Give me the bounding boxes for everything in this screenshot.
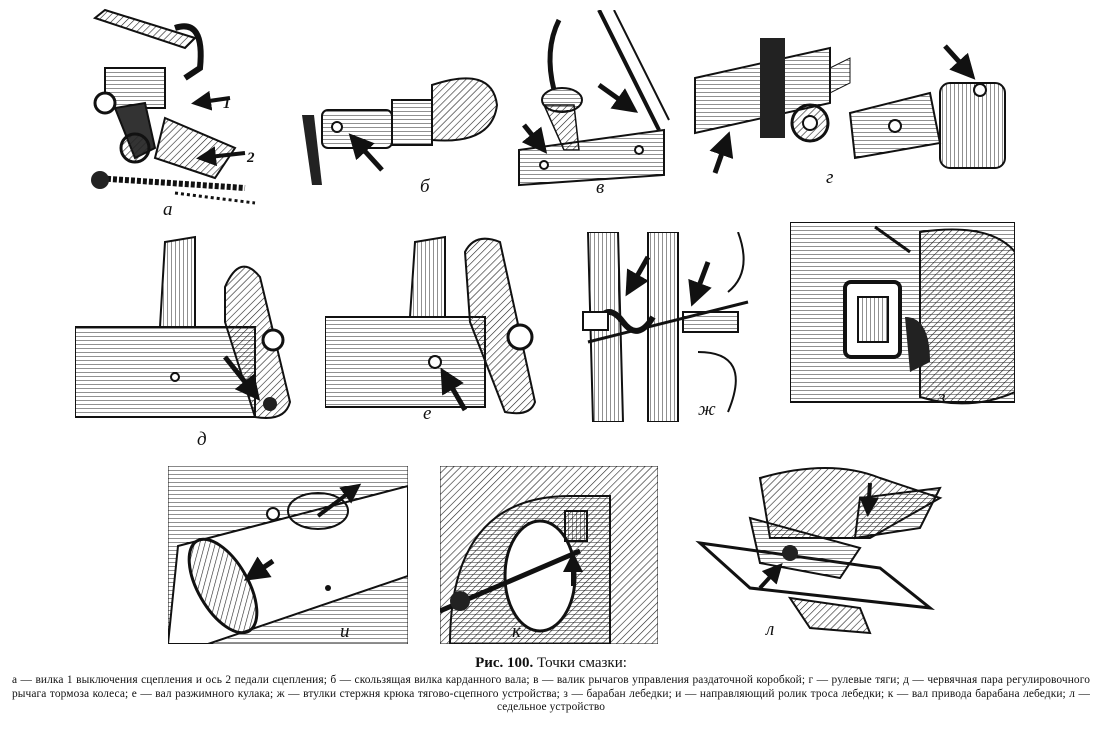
panel-letter-d: д xyxy=(197,429,207,450)
brake-cam-shaft-drawing xyxy=(325,235,537,415)
figure-title: Точки смазки: xyxy=(537,655,627,671)
fifth-wheel-coupling-drawing xyxy=(695,467,943,635)
towing-hook-drawing xyxy=(582,232,749,422)
callout-1: 1 xyxy=(223,96,231,112)
panel-letter-a: а xyxy=(163,199,173,220)
panel-letter-z: з xyxy=(938,387,946,408)
panel-letter-g: г xyxy=(826,167,834,188)
panel-zh-illustration: ж xyxy=(578,232,760,422)
panel-z-illustration: з xyxy=(790,222,1015,412)
callout-2: 2 xyxy=(247,150,255,166)
panel-letter-i: и xyxy=(340,621,350,642)
panel-letter-v: в xyxy=(596,177,605,198)
panel-i-illustration: и xyxy=(168,466,408,644)
worm-gear-brake-lever-drawing xyxy=(75,235,292,419)
panel-d-illustration: д xyxy=(75,232,305,450)
panel-v-illustration: в xyxy=(514,10,674,198)
figure-caption: Рис. 100. Точки смазки: а — вилка 1 выкл… xyxy=(12,654,1090,715)
panel-g-illustration: г xyxy=(690,28,1020,198)
steering-rods-drawing xyxy=(694,38,1006,174)
caption-title: Рис. 100. Точки смазки: xyxy=(12,654,1090,672)
panel-letter-b: б xyxy=(420,176,430,197)
panel-l-illustration: л xyxy=(690,458,950,644)
panel-k-illustration: к xyxy=(440,466,658,644)
panel-letter-k: к xyxy=(512,621,521,642)
panel-letter-e: е xyxy=(423,403,432,424)
panel-letter-l: л xyxy=(766,619,775,640)
panel-e-illustration: е xyxy=(325,232,555,432)
caption-body: а — вилка 1 выключения сцепления и ось 2… xyxy=(12,674,1090,713)
winch-cable-roller-drawing xyxy=(168,466,408,644)
sliding-yoke-drawing xyxy=(302,77,499,185)
panel-b-illustration: б xyxy=(292,55,502,197)
winch-drive-shaft-drawing xyxy=(440,466,658,644)
clutch-fork-drawing xyxy=(91,8,256,205)
panel-a-illustration: 1 2 а xyxy=(75,8,275,220)
figure-label: Рис. 100. xyxy=(475,655,534,671)
winch-drum-drawing xyxy=(790,222,1015,405)
transfer-box-lever-drawing xyxy=(518,10,670,187)
panel-letter-zh: ж xyxy=(698,399,716,420)
